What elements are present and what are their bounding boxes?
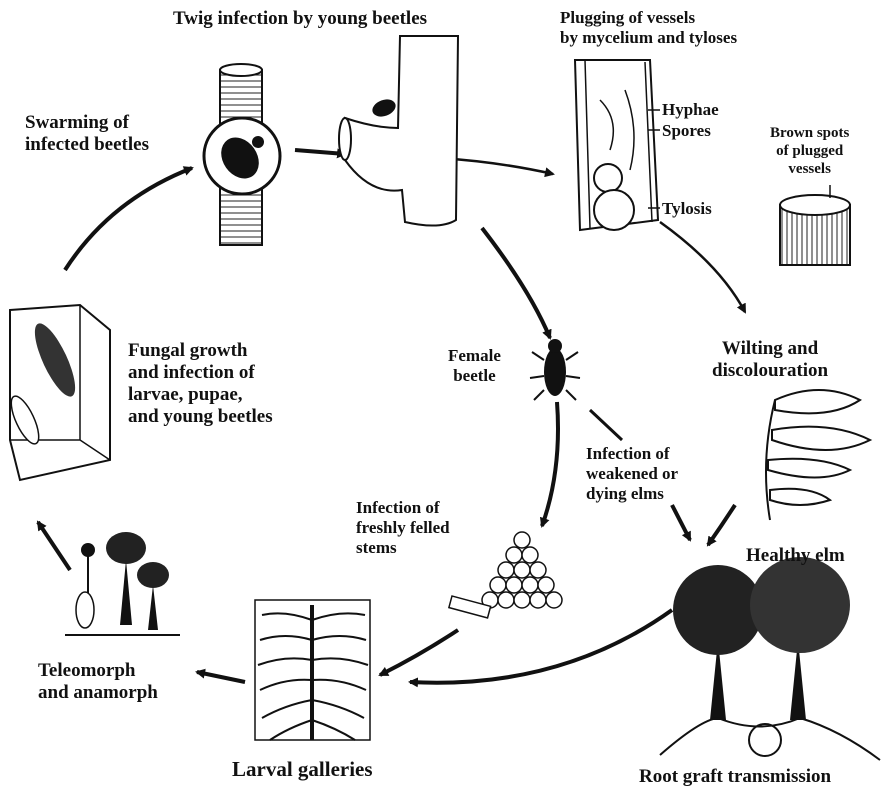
label-brown-spots-line3: vessels [770,160,849,178]
label-fungal-growth: Fungal growth and infection of larvae, p… [128,340,273,428]
twig-branch-illustration [339,36,458,226]
label-weakened-line2: weakened or [586,464,678,484]
label-teleomorph-line1: Teleomorph [38,660,158,682]
label-root-graft: Root graft transmission [639,766,831,788]
label-felled-line3: stems [356,538,450,558]
label-weakened-elms: Infection of weakened or dying elms [586,444,678,504]
arrow-wilting-to-elm [708,505,735,545]
arrow-twig-to-female [482,228,550,338]
label-fungal-line4: and young beetles [128,406,273,428]
label-plugging-line1: Plugging of vessels [560,8,737,28]
label-female-line2: beetle [448,366,501,386]
arrow-weakened-to-elm [672,505,690,540]
label-brown-spots-line2: of plugged [770,142,849,160]
label-fungal-line2: and infection of [128,362,273,384]
arrow-tylosis-to-wilting [660,222,745,312]
label-wilting: Wilting and discolouration [712,338,828,382]
arrow-felled-to-galleries [380,630,458,675]
label-teleomorph-line2: and anamorph [38,682,158,704]
label-tylosis-text: Tylosis [662,199,712,219]
label-felled-line2: freshly felled [356,518,450,538]
label-hyphae: Hyphae [662,100,719,120]
elm-trees-illustration [660,557,880,760]
label-brown-spots-line1: Brown spots [770,124,849,142]
twig-beetle-illustration [204,64,280,245]
label-healthy-elm-text: Healthy elm [746,545,845,567]
arrow-beetle-to-twig [295,150,345,154]
label-felled-line1: Infection of [356,498,450,518]
label-swarming-line2: infected beetles [25,134,149,156]
label-teleomorph: Teleomorph and anamorph [38,660,158,704]
label-plugging: Plugging of vessels by mycelium and tylo… [560,8,737,48]
label-swarming: Swarming of infected beetles [25,112,149,156]
vessel-section-illustration [575,60,660,230]
label-swarming-line1: Swarming of [25,112,149,134]
label-fungal-line3: larvae, pupae, [128,384,273,406]
arrow-swarming-to-twig [65,168,192,270]
label-twig-infection-text: Twig infection by young beetles [173,8,427,30]
label-fungal-line1: Fungal growth [128,340,273,362]
wilting-leaves-illustration [766,390,870,520]
fungal-fruiting-illustration [65,532,180,635]
label-wilting-line1: Wilting and [712,338,828,360]
label-twig-infection: Twig infection by young beetles [173,8,427,30]
female-beetle-illustration [530,339,580,400]
arrow-galleries-to-teleomorph [197,672,245,682]
arrow-female-to-felled [542,402,558,526]
label-weakened-line1: Infection of [586,444,678,464]
label-spores-text: Spores [662,121,711,141]
label-root-graft-text: Root graft transmission [639,766,831,788]
label-healthy-elm: Healthy elm [746,545,845,567]
label-freshly-felled: Infection of freshly felled stems [356,498,450,558]
larvae-block-illustration [6,305,110,480]
larval-galleries-illustration [255,600,370,740]
arrow-teleomorph-to-fungal [38,522,70,570]
label-spores: Spores [662,121,711,141]
label-plugging-line2: by mycelium and tyloses [560,28,737,48]
label-larval-galleries-text: Larval galleries [232,757,373,781]
label-larval-galleries: Larval galleries [232,757,373,781]
label-hyphae-text: Hyphae [662,100,719,120]
stump-illustration [780,185,850,265]
arrow-female-to-weakened [590,410,622,440]
label-brown-spots: Brown spots of plugged vessels [770,124,849,178]
label-tylosis: Tylosis [662,199,712,219]
label-female-line1: Female [448,346,501,366]
woodpile-illustration [449,532,562,618]
arrow-elm-to-galleries [410,610,672,683]
label-wilting-line2: discolouration [712,360,828,382]
label-weakened-line3: dying elms [586,484,678,504]
label-female-beetle: Female beetle [448,346,501,386]
